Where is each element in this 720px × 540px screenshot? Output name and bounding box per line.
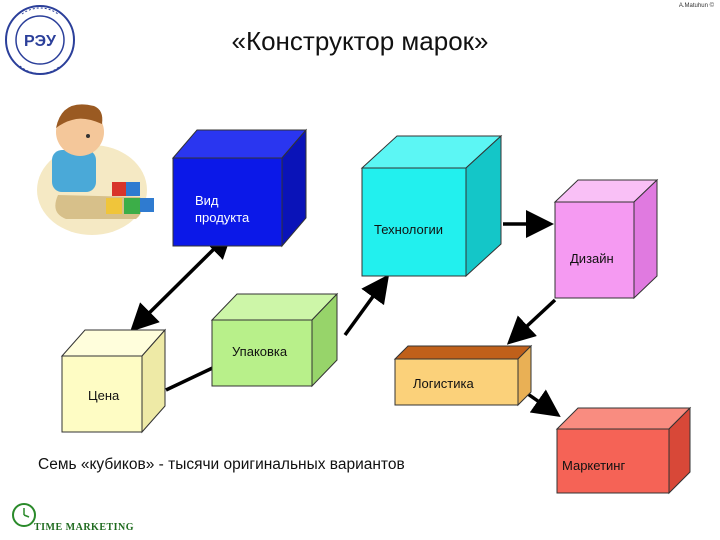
cube-top-face [555, 407, 692, 430]
cube-label-line-1: Дизайн [570, 251, 614, 266]
arrow-design-logist [506, 298, 557, 345]
cube-front-face [61, 355, 143, 433]
cube-dizain: Дизайн [553, 178, 659, 300]
cube-front-face [172, 157, 283, 247]
cube-label-line-1: Маркетинг [562, 458, 625, 473]
cube-vid-produkta: Вид продукта [171, 128, 308, 248]
university-seal-logo: РЭУ [5, 5, 75, 75]
cube-label-line-1: Вид [195, 193, 219, 208]
cube-front-face [554, 201, 635, 299]
footer-logo-text: TIME MARKETING [34, 522, 135, 533]
child-with-blocks-illustration [37, 104, 154, 235]
cube-logistika: Логистика [393, 344, 533, 407]
connector-arrows [130, 210, 561, 418]
cube-label-line-2: продукта [195, 210, 250, 225]
cube-front-face [361, 167, 467, 277]
cube-front-face [211, 319, 313, 387]
arrow-logist-market [523, 389, 561, 418]
cube-marketing: Маркетинг [555, 406, 692, 495]
arrow-pack-tech [343, 274, 390, 337]
slide-title: «Конструктор марок» [231, 26, 489, 56]
cube-label-line-1: Упаковка [232, 344, 288, 359]
arrow-vid-price [130, 230, 233, 332]
author-credit: A.Matuhun © [678, 3, 714, 9]
cube-label-line-1: Логистика [413, 376, 474, 391]
cube-label-line-1: Технологии [374, 222, 443, 237]
cube-front-face [394, 358, 519, 406]
slide-caption: Семь «кубиков» - тысячи оригинальных вар… [38, 456, 405, 473]
cube-tsena: Цена [60, 328, 167, 434]
time-marketing-logo-icon [12, 503, 36, 527]
seal-letters: РЭУ [24, 33, 57, 50]
cube-top-face [393, 345, 533, 360]
cubes-layer: Вид продукта Технологии Дизайн Цена Упак… [60, 128, 692, 495]
cube-upakovka: Упаковка [210, 292, 339, 388]
cube-tekhnologii: Технологии [360, 134, 503, 278]
cube-label-line-1: Цена [88, 388, 120, 403]
cube-front-face [556, 428, 670, 494]
